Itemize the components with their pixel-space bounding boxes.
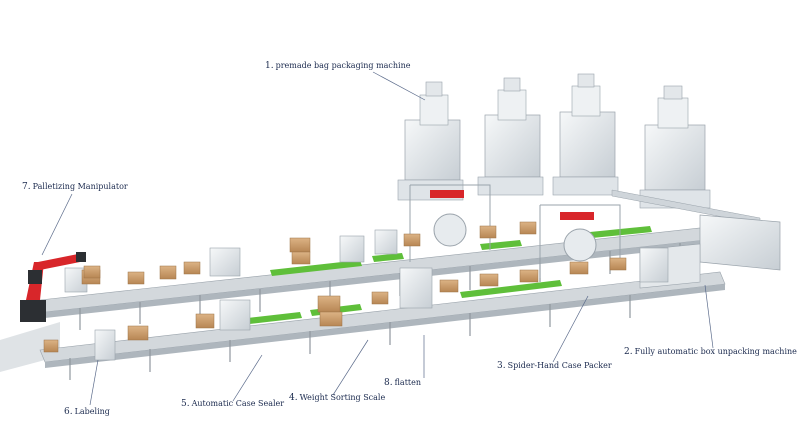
label-flatten: 8.flatten <box>384 378 422 388</box>
label-weight-sorting-scale: 4.Weight Sorting Scale <box>289 393 386 403</box>
label-bag-packaging-machine: 1.premade bag packaging machine <box>265 61 411 71</box>
label-labeling: 6.Labeling <box>64 407 110 417</box>
label-automatic-case-sealer: 5.Automatic Case Sealer <box>181 399 285 409</box>
leader-lines <box>41 71 714 406</box>
label-box-unpacking-machine: 2.Fully automatic box unpacking machine <box>624 347 797 357</box>
stations <box>64 229 669 361</box>
case-packer-frames <box>409 184 621 278</box>
palletizing-robot <box>20 252 101 322</box>
bag-packaging-machines <box>397 73 761 225</box>
label-spider-hand-case-packer: 3.Spider-Hand Case Packer <box>497 361 612 371</box>
label-palletizing-manipulator: 7.Palletizing Manipulator <box>22 182 128 192</box>
